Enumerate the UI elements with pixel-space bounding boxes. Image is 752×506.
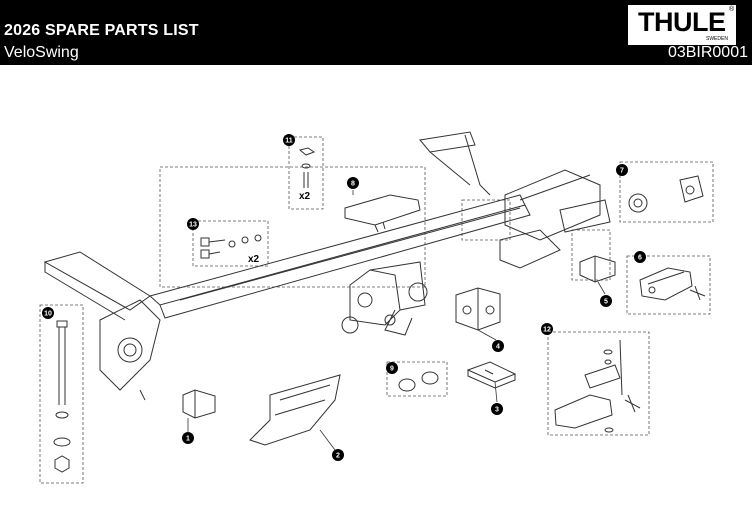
- group-boxes: [39, 136, 714, 484]
- leader-lines: [187, 190, 606, 451]
- callout-3: 3: [491, 403, 503, 415]
- logo-subtext: SWEDEN: [706, 36, 728, 42]
- callout-10: 10: [42, 307, 54, 319]
- logo-registered-mark: ®: [729, 6, 735, 13]
- callout-13: 13: [187, 218, 199, 230]
- callout-7: 7: [616, 164, 628, 176]
- svg-text:8: 8: [351, 181, 355, 188]
- product-name: VeloSwing: [4, 44, 79, 61]
- svg-text:12: 12: [543, 327, 551, 334]
- exploded-parts-diagram: x2 x2 1 2 3 4 5 6 7 8 9 10 11 12 13: [39, 131, 714, 484]
- part-11-quantity: x2: [299, 191, 311, 202]
- part-5-box: [571, 229, 611, 281]
- part-2-cover: [249, 374, 341, 446]
- part-12-assembly: [554, 339, 641, 433]
- callout-2: 2: [332, 449, 344, 461]
- svg-text:2: 2: [336, 453, 340, 460]
- part-10-box: [39, 304, 84, 484]
- svg-text:9: 9: [390, 366, 394, 373]
- frame-dashed-area: [159, 166, 426, 288]
- header-bar: 2026 SPARE PARTS LIST VeloSwing 03BIR000…: [0, 0, 752, 65]
- part-9-box: [386, 361, 448, 397]
- svg-text:1: 1: [186, 436, 190, 443]
- part-11-screw: [298, 147, 316, 188]
- part-1-clip: [182, 389, 216, 419]
- part-5-latch: [579, 255, 616, 283]
- svg-text:13: 13: [189, 222, 197, 229]
- callout-11: 11: [283, 134, 295, 146]
- upper-mount-box: [461, 199, 511, 241]
- part-11-box: [288, 136, 324, 210]
- main-frame: [43, 131, 611, 401]
- part-8-pad: [344, 194, 421, 233]
- part-10-bolt: [53, 320, 71, 473]
- callout-1: 1: [182, 432, 194, 444]
- callout-4: 4: [492, 340, 504, 352]
- part-4-block: [455, 287, 501, 331]
- callout-6: 6: [634, 251, 646, 263]
- product-code: 03BIR0001: [667, 44, 748, 61]
- thule-logo: THULE SWEDEN ®: [627, 4, 737, 46]
- part-3-plate: [466, 361, 517, 389]
- part-13-box: [192, 220, 269, 267]
- part-6-handle: [639, 267, 706, 301]
- part-12-box: [547, 331, 650, 436]
- callout-5: 5: [600, 295, 612, 307]
- part-9-caps: [398, 371, 439, 392]
- part-7-cap: [628, 175, 704, 213]
- svg-text:10: 10: [44, 311, 52, 318]
- part-13-quantity: x2: [248, 254, 260, 265]
- svg-text:4: 4: [496, 344, 500, 351]
- svg-text:7: 7: [620, 168, 624, 175]
- logo-text: THULE: [638, 7, 726, 37]
- callout-9: 9: [386, 362, 398, 374]
- hitch-bracket: [341, 261, 428, 336]
- part-7-box: [619, 161, 714, 223]
- document-title: 2026 SPARE PARTS LIST: [4, 22, 199, 39]
- callout-8: 8: [347, 177, 359, 189]
- part-6-box: [626, 255, 711, 315]
- svg-text:11: 11: [285, 138, 293, 145]
- svg-text:6: 6: [638, 255, 642, 262]
- part-13-bolts: [200, 234, 262, 259]
- svg-text:3: 3: [495, 407, 499, 414]
- callout-12: 12: [541, 323, 553, 335]
- svg-text:5: 5: [604, 299, 608, 306]
